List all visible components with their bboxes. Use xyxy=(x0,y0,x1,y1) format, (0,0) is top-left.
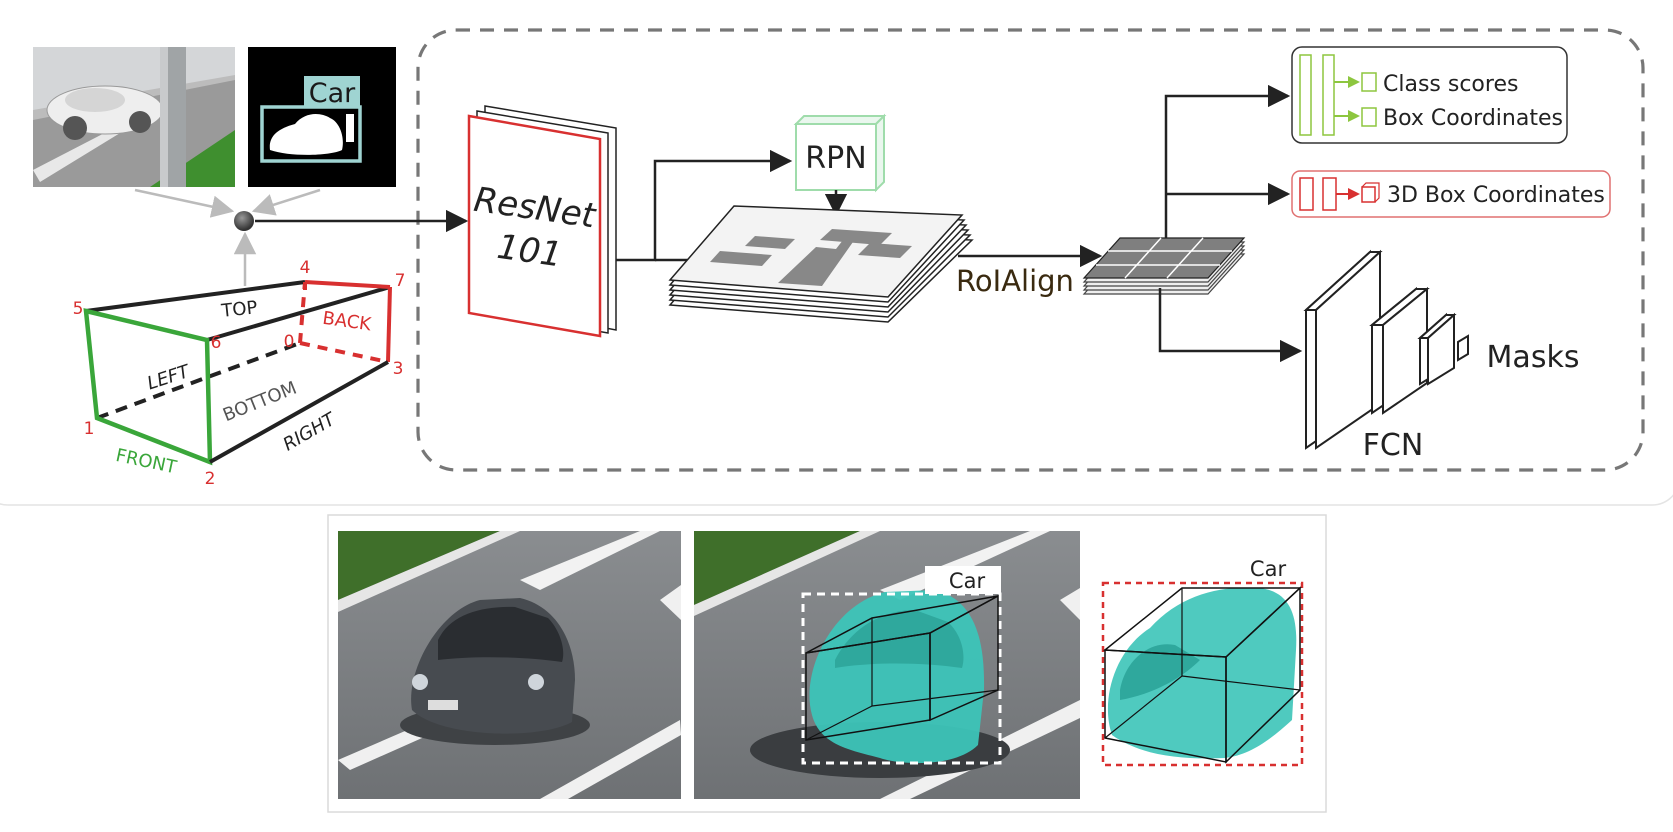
cuboid-diagram xyxy=(83,280,392,466)
original-photo xyxy=(338,531,681,799)
corner-4: 4 xyxy=(300,258,311,278)
roialign-label: RoIAlign xyxy=(956,264,1074,298)
class-output-block xyxy=(1361,72,1377,92)
synthetic-to-merge-arrow xyxy=(134,188,235,218)
mask-result-car-label: Car xyxy=(1250,557,1287,581)
resnet-label-line2: 101 xyxy=(495,227,565,276)
overlay-car-label: Car xyxy=(949,569,986,593)
fcn-blocks xyxy=(1303,249,1469,450)
resnet-to-rpn-arrow xyxy=(616,149,793,262)
corner-6: 6 xyxy=(211,333,222,353)
box3d-output-block xyxy=(1361,186,1376,203)
corner-7: 7 xyxy=(395,271,406,291)
fcn-label: FCN xyxy=(1363,428,1424,463)
overlay-photo xyxy=(694,531,1080,799)
roi-to-fcn-arrow xyxy=(1158,288,1303,363)
face-top-label: TOP xyxy=(219,297,258,322)
class-branch-arrowhead xyxy=(1348,76,1360,88)
corner-1: 1 xyxy=(84,419,95,439)
box-output-block xyxy=(1361,107,1377,127)
mask-to-merge-arrow xyxy=(251,188,321,216)
box-coordinates-label: Box Coordinates xyxy=(1383,106,1563,131)
rpn-cube xyxy=(793,113,887,193)
synthetic-car-thumbnail xyxy=(33,47,235,187)
box3d-branch-arrowhead xyxy=(1348,188,1360,200)
mask-thumbnail xyxy=(248,47,396,187)
box-branch-arrowhead xyxy=(1348,110,1360,122)
box3d-coordinates-label: 3D Box Coordinates xyxy=(1387,183,1605,208)
mask-car-label: Car xyxy=(309,78,356,109)
box3d-output-block-depth xyxy=(1361,182,1380,203)
roi-to-class-head-arrow xyxy=(1164,84,1291,238)
merge-node xyxy=(234,211,254,231)
mask-3d-result xyxy=(1101,581,1304,767)
corner-2: 2 xyxy=(205,469,216,489)
rpn-label: RPN xyxy=(805,141,866,176)
class-scores-label: Class scores xyxy=(1383,72,1518,97)
masks-label: Masks xyxy=(1487,340,1580,375)
roi-grid-stack xyxy=(1082,237,1246,295)
corner-0: 0 xyxy=(284,332,295,352)
feature-map-stack xyxy=(668,205,974,323)
corner-5: 5 xyxy=(73,299,84,319)
class-box-head xyxy=(1291,46,1568,144)
box3d-layer-1 xyxy=(1299,177,1314,211)
resnet-block xyxy=(467,105,617,338)
corner-3: 3 xyxy=(393,359,404,379)
fc-layer-2 xyxy=(1322,54,1335,136)
fc-layer-1 xyxy=(1299,54,1312,136)
